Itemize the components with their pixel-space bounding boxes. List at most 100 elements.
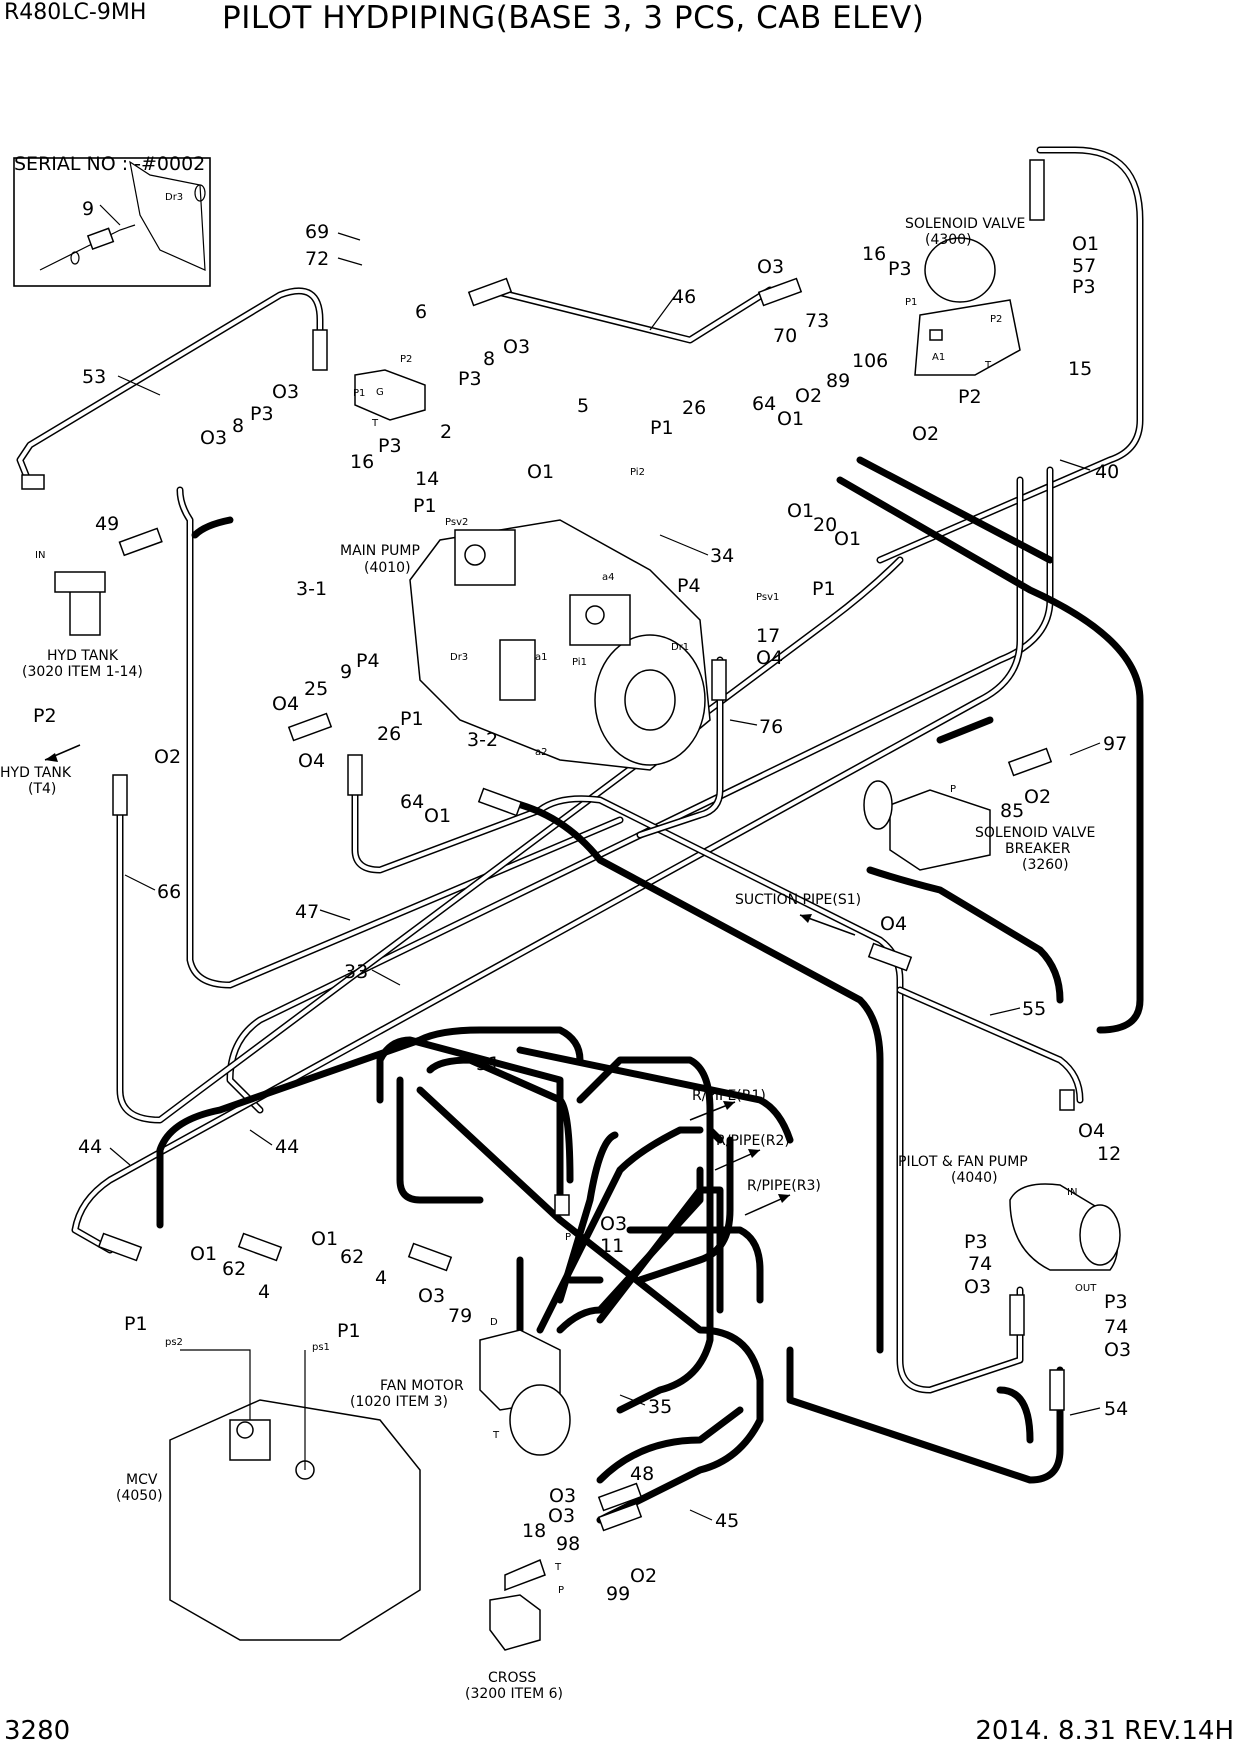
callout-25: 25 (304, 678, 328, 700)
callout-o2e: O2 (630, 1565, 657, 1587)
mcv-label: MCV (126, 1472, 158, 1488)
port-label-a4: a4 (602, 572, 615, 583)
callout-p3b: P3 (250, 403, 274, 425)
solenoid-valve-code: (4300) (925, 232, 972, 248)
leader-lines (99, 204, 1101, 1521)
callout-57: 57 (1072, 255, 1096, 277)
callout-54: 54 (1104, 1398, 1128, 1420)
callout-5: 5 (577, 395, 589, 417)
callout-o3h: O3 (1104, 1339, 1131, 1361)
mcv-code: (4050) (116, 1488, 163, 1504)
cross-label: CROSS (488, 1670, 536, 1686)
callout-99: 99 (606, 1583, 630, 1605)
callout-p3g: P3 (1104, 1291, 1128, 1313)
callout-o3g: O3 (964, 1276, 991, 1298)
callout-17: 17 (756, 625, 780, 647)
callout-4b: 4 (375, 1267, 387, 1289)
callout-o3i: O3 (549, 1485, 576, 1507)
port-label-p-breaker: P (950, 784, 956, 795)
callout-98: 98 (556, 1533, 580, 1555)
port-label-dr3: Dr3 (450, 652, 468, 663)
callout-47: 47 (295, 901, 319, 923)
port-label-ps2: ps2 (165, 1337, 183, 1348)
callout-p2b: P2 (33, 705, 57, 727)
port-label-dr3-inset: Dr3 (165, 192, 183, 203)
port-label-dr1: Dr1 (671, 642, 689, 653)
port-label-a1-sv: A1 (932, 352, 945, 363)
callout-11: 11 (600, 1235, 624, 1257)
callout-79: 79 (448, 1305, 472, 1327)
callout-p3d: P3 (888, 258, 912, 280)
hyd-tank-ref: (3020 ITEM 1-14) (22, 664, 143, 680)
sv-breaker-code: (3260) (1022, 857, 1069, 873)
callout-p1e: P1 (124, 1313, 148, 1335)
callout-53: 53 (82, 366, 106, 388)
port-label-a1: a1 (535, 652, 548, 663)
callout-6: 6 (415, 301, 427, 323)
callout-26a: 26 (682, 397, 706, 419)
fittings (21, 159, 1075, 1532)
callout-55: 55 (1022, 998, 1046, 1020)
callout-72: 72 (305, 248, 329, 270)
callout-64b: 64 (400, 791, 424, 813)
callout-2: 2 (440, 421, 452, 443)
callout-16b: 16 (862, 243, 886, 265)
callout-o2b: O2 (912, 423, 939, 445)
hyd-tank-t4-label: HYD TANK (0, 765, 72, 781)
callout-51: 51 (476, 1053, 500, 1075)
port-label-p-fan: P (565, 1232, 571, 1243)
callout-o1a: O1 (1072, 233, 1099, 255)
callout-p1c: P1 (812, 578, 836, 600)
port-label-p2-block: P2 (400, 354, 412, 365)
callout-16a: 16 (350, 451, 374, 473)
callout-o4c: O4 (298, 750, 325, 772)
callout-44a: 44 (78, 1136, 102, 1158)
port-label-p2-sv: P2 (990, 314, 1002, 325)
callout-64a: 64 (752, 393, 776, 415)
callout-p4b: P4 (356, 650, 380, 672)
callout-p3f: P3 (964, 1231, 988, 1253)
r-pipe-r3-label: R/PIPE(R3) (747, 1178, 821, 1194)
part-callouts: 9 69 72 6 8 O3 P3 53 O3 P3 O3 8 2 16 P3 … (33, 198, 1131, 1605)
port-label-ps1: ps1 (312, 1342, 330, 1353)
callout-74b: 74 (1104, 1316, 1128, 1338)
callout-o3b: O3 (272, 381, 299, 403)
callout-74a: 74 (968, 1253, 992, 1275)
suction-pipe-label: SUCTION PIPE(S1) (735, 892, 861, 908)
serial-label: SERIAL NO : -#0002 (14, 153, 205, 175)
port-label-a2: a2 (535, 747, 548, 758)
callout-89: 89 (826, 370, 850, 392)
callout-o3e: O3 (600, 1213, 627, 1235)
callout-3-1: 3-1 (296, 578, 327, 600)
serial-inset: Dr3 (13, 157, 211, 287)
callout-o2c: O2 (154, 746, 181, 768)
main-pump-code: (4010) (364, 560, 411, 576)
main-pump-4010: Dr3 a1 Pi1 Dr1 a2 a4 Pi2 Psv2 Psv1 (409, 467, 779, 771)
callout-35: 35 (648, 1396, 672, 1418)
port-label-t-sv: T (984, 360, 992, 371)
sv-breaker-label-2: BREAKER (1005, 841, 1071, 857)
port-label-pi1: Pi1 (572, 657, 587, 668)
callout-o1b: O1 (777, 408, 804, 430)
callout-12: 12 (1097, 1143, 1121, 1165)
callout-o4d: O4 (880, 913, 907, 935)
hyd-tank-label: HYD TANK (47, 648, 119, 664)
callout-o4b: O4 (272, 693, 299, 715)
callout-8a: 8 (483, 348, 495, 370)
page-number: 3280 (4, 1716, 71, 1746)
pilot-fan-pump-label: PILOT & FAN PUMP (898, 1154, 1028, 1170)
port-label-t-block: T (371, 418, 379, 429)
r-pipe-r1-label: R/PIPE(R1) (692, 1088, 766, 1104)
port-label-in-tank: IN (35, 550, 45, 561)
callout-o1g: O1 (190, 1243, 217, 1265)
callout-49: 49 (95, 513, 119, 535)
model-label: R480LC-9MH (4, 0, 147, 25)
port-label-out-pump: OUT (1075, 1283, 1097, 1294)
callout-48: 48 (630, 1463, 654, 1485)
callout-34: 34 (710, 545, 734, 567)
callout-69: 69 (305, 221, 329, 243)
callout-62a: 62 (222, 1258, 246, 1280)
callout-o1h: O1 (311, 1228, 338, 1250)
callout-p1b: P1 (413, 495, 437, 517)
callout-44b: 44 (275, 1136, 299, 1158)
